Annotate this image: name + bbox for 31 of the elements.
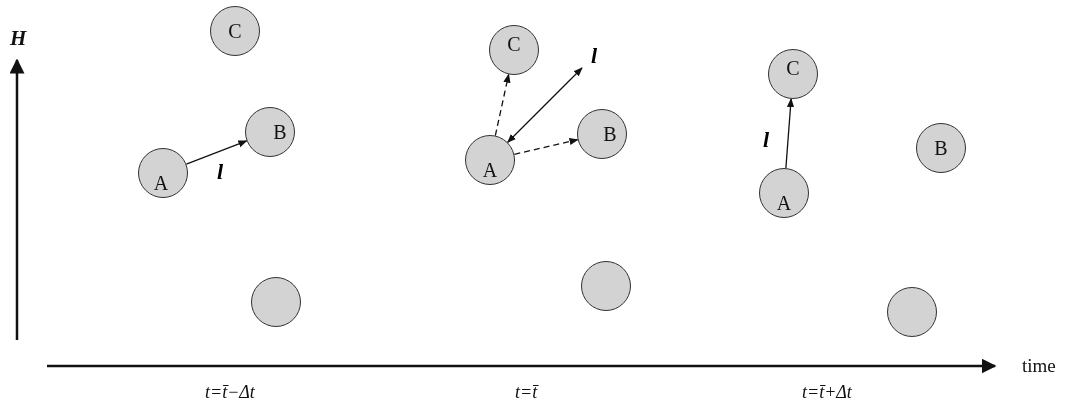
particle-circle bbox=[577, 109, 627, 159]
arrow bbox=[185, 140, 248, 165]
empty-particle-circle bbox=[251, 277, 301, 327]
particle-letter: B bbox=[934, 136, 948, 160]
particle-letter: A bbox=[482, 158, 498, 182]
particle-circle bbox=[245, 107, 295, 157]
particle-circle bbox=[489, 25, 539, 75]
particle-circle bbox=[138, 148, 188, 198]
arrow bbox=[513, 137, 579, 155]
particle-letter: B bbox=[273, 120, 287, 144]
particle-circle bbox=[759, 168, 809, 218]
particle-circle bbox=[916, 123, 966, 173]
particle-letter: B bbox=[603, 122, 617, 146]
arrow bbox=[785, 98, 795, 169]
particle-circle bbox=[210, 6, 260, 56]
particle-letter: A bbox=[153, 171, 169, 195]
axis-label: time bbox=[1022, 355, 1056, 377]
time-step-label: t=t̄ bbox=[515, 382, 538, 403]
empty-particle-circle bbox=[887, 287, 937, 337]
particle-circle bbox=[465, 135, 515, 185]
particle-letter: C bbox=[228, 19, 242, 43]
particle-letter: C bbox=[507, 32, 521, 56]
time-step-label: t=t̄−Δt bbox=[205, 382, 255, 403]
particle-letter: C bbox=[786, 56, 800, 80]
arrow bbox=[507, 67, 583, 143]
time-step-label: t=t̄+Δt bbox=[802, 382, 852, 403]
particle-letter: A bbox=[776, 191, 792, 215]
particle-circle bbox=[768, 49, 818, 99]
empty-particle-circle bbox=[581, 261, 631, 311]
axis-label: H bbox=[10, 26, 27, 51]
arrow bbox=[494, 73, 511, 137]
